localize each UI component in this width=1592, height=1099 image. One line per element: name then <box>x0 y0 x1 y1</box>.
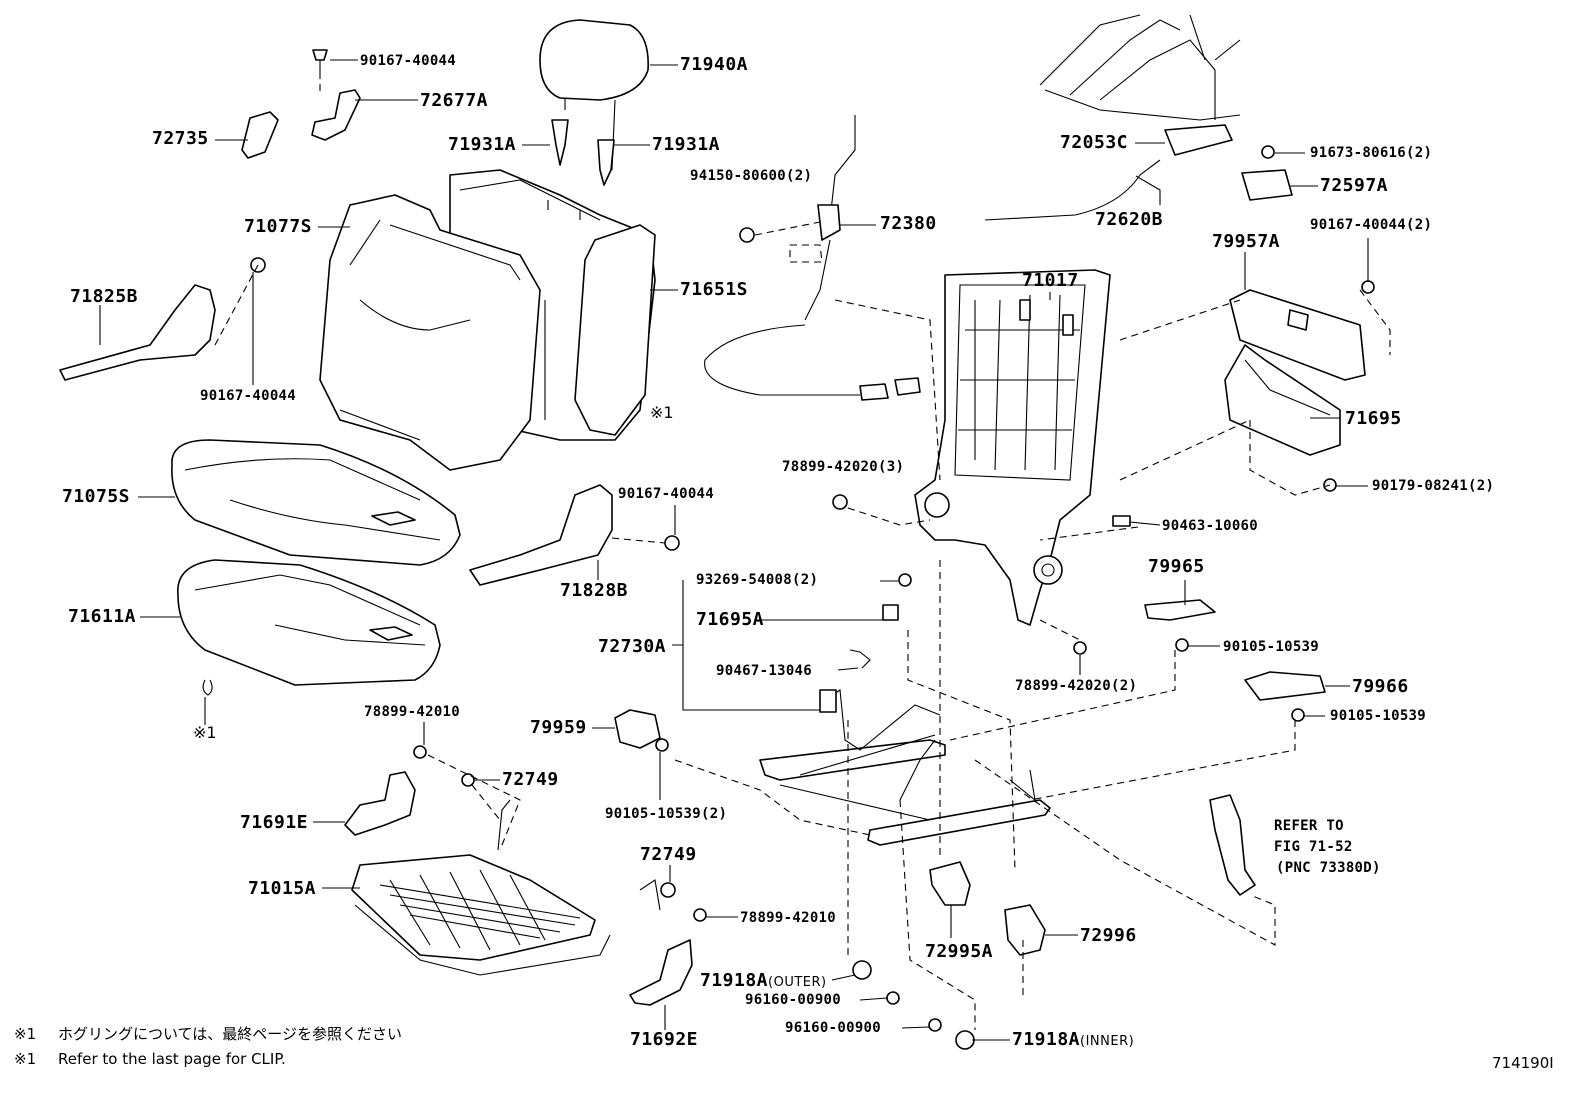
refer-note-line-3: (PNC 73380D) <box>1276 860 1381 876</box>
seat-track-72730A <box>759 649 1051 846</box>
label-93269-54008: 93269-54008(2) <box>696 572 819 588</box>
label-79959: 79959 <box>530 717 587 738</box>
figure-id: 714190I <box>1492 1054 1554 1072</box>
refer-note-line-1: REFER TO <box>1274 818 1344 834</box>
label-72735: 72735 <box>152 128 209 149</box>
label-90463-10060: 90463-10060 <box>1162 518 1259 534</box>
label-78899-42020-3: 78899-42020(3) <box>782 459 905 475</box>
label-71017: 71017 <box>1022 270 1079 291</box>
label-clip-mark-seatback: ※1 <box>650 403 674 422</box>
leader-lines <box>99 59 1369 1041</box>
label-72996: 72996 <box>1080 925 1137 946</box>
label-90167-40044-top: 90167-40044 <box>360 53 457 69</box>
label-79957A: 79957A <box>1212 231 1281 252</box>
cover-79959 <box>614 709 661 749</box>
label-72749-a: 72749 <box>502 769 559 790</box>
label-90105-10539-b: 90105-10539 <box>1330 708 1427 724</box>
label-78899-42010-b: 78899-42010 <box>740 910 837 926</box>
trim-73380D <box>1209 794 1256 896</box>
footnote-en-mark: ※1 <box>14 1050 37 1068</box>
label-71651S: 71651S <box>680 279 749 300</box>
label-71695A: 71695A <box>696 609 765 630</box>
cover-79966 <box>1244 671 1326 701</box>
seat-cushion-pad-71611A <box>177 559 441 696</box>
label-71918A-inner-code: 71918A <box>1012 1029 1081 1050</box>
label-71695: 71695 <box>1345 408 1402 429</box>
label-90105-10539-a: 90105-10539 <box>1223 639 1320 655</box>
label-71931A-left: 71931A <box>448 134 517 155</box>
label-90167-40044-mid: 90167-40044 <box>618 486 715 502</box>
label-clip-mark-cushion: ※1 <box>193 723 217 742</box>
fasteners <box>250 145 1375 1032</box>
label-90105-10539-2: 90105-10539(2) <box>605 806 728 822</box>
label-71918A-outer-code: 71918A <box>700 970 769 991</box>
label-71918A-inner: 71918A(INNER) <box>1012 1031 1134 1049</box>
label-71918A-inner-note: (INNER) <box>1080 1034 1135 1049</box>
label-72620B: 72620B <box>1095 209 1164 230</box>
label-71828B: 71828B <box>560 580 629 601</box>
cover-71695 <box>1224 344 1341 456</box>
label-71931A-right: 71931A <box>652 134 721 155</box>
label-72380: 72380 <box>880 213 937 234</box>
cable-72620B <box>984 159 1161 221</box>
refer-note-line-2: FIG 71-52 <box>1274 839 1353 855</box>
clip-group-top-left <box>241 49 361 159</box>
seatback-cover-71077S <box>319 169 656 471</box>
label-90179-08241: 90179-08241(2) <box>1372 478 1495 494</box>
side-cover-71691E <box>344 771 416 836</box>
footnote-en-text: Refer to the last page for CLIP. <box>58 1050 286 1068</box>
spring-71918A-outer <box>852 960 872 980</box>
label-78899-42020-2: 78899-42020(2) <box>1015 678 1138 694</box>
label-71692E: 71692E <box>630 1029 699 1050</box>
label-71015A: 71015A <box>248 878 317 899</box>
label-71611A: 71611A <box>68 606 137 627</box>
headrest-71940A <box>539 19 649 186</box>
label-72749-b: 72749 <box>640 844 697 865</box>
label-71691E: 71691E <box>240 812 309 833</box>
cover-72995A <box>929 861 971 906</box>
label-78899-42010-a: 78899-42010 <box>364 704 461 720</box>
label-72053C: 72053C <box>1060 132 1129 153</box>
label-72677A: 72677A <box>420 90 489 111</box>
cover-72996 <box>1004 904 1046 956</box>
label-71918A-outer: 71918A(OUTER) <box>700 972 827 990</box>
side-trim-71828B <box>469 484 613 586</box>
label-72730A: 72730A <box>598 636 667 657</box>
label-90167-40044-right: 90167-40044(2) <box>1310 217 1433 233</box>
label-71075S: 71075S <box>62 486 131 507</box>
spring-71918A-inner <box>955 1030 975 1050</box>
label-91673-80616: 91673-80616(2) <box>1310 145 1433 161</box>
label-72597A: 72597A <box>1320 175 1389 196</box>
label-71918A-outer-note: (OUTER) <box>768 975 827 990</box>
side-trim-71825B <box>59 284 216 381</box>
seat-cushion-cover-71075S <box>171 439 461 566</box>
vehicle-body-outline <box>1039 14 1241 121</box>
cover-79965 <box>1144 599 1216 621</box>
label-71940A: 71940A <box>680 54 749 75</box>
release-cable-72380 <box>704 115 921 401</box>
label-90467-13046: 90467-13046 <box>716 663 813 679</box>
label-96160-00900-b: 96160-00900 <box>785 1020 882 1036</box>
seatback-frame-71017 <box>914 269 1111 626</box>
label-71825B: 71825B <box>70 286 139 307</box>
dashed-guide-lines <box>214 72 1391 1030</box>
label-72995A: 72995A <box>925 941 994 962</box>
footnote-jp-mark: ※1 <box>14 1025 37 1043</box>
label-94150-80600: 94150-80600(2) <box>690 168 813 184</box>
label-79966: 79966 <box>1352 676 1409 697</box>
label-90167-40044-left: 90167-40044 <box>200 388 297 404</box>
trim-72597A <box>1241 169 1293 201</box>
label-79965: 79965 <box>1148 556 1205 577</box>
side-cover-71692E <box>629 939 693 1006</box>
label-96160-00900-a: 96160-00900 <box>745 992 842 1008</box>
cover-79957A <box>1229 289 1366 381</box>
cushion-frame-71015A <box>351 799 661 976</box>
handle-72053C <box>1164 124 1233 156</box>
label-71077S: 71077S <box>244 216 313 237</box>
footnote-jp-text: ホグリングについては、最終ページを参照ください <box>58 1025 402 1043</box>
